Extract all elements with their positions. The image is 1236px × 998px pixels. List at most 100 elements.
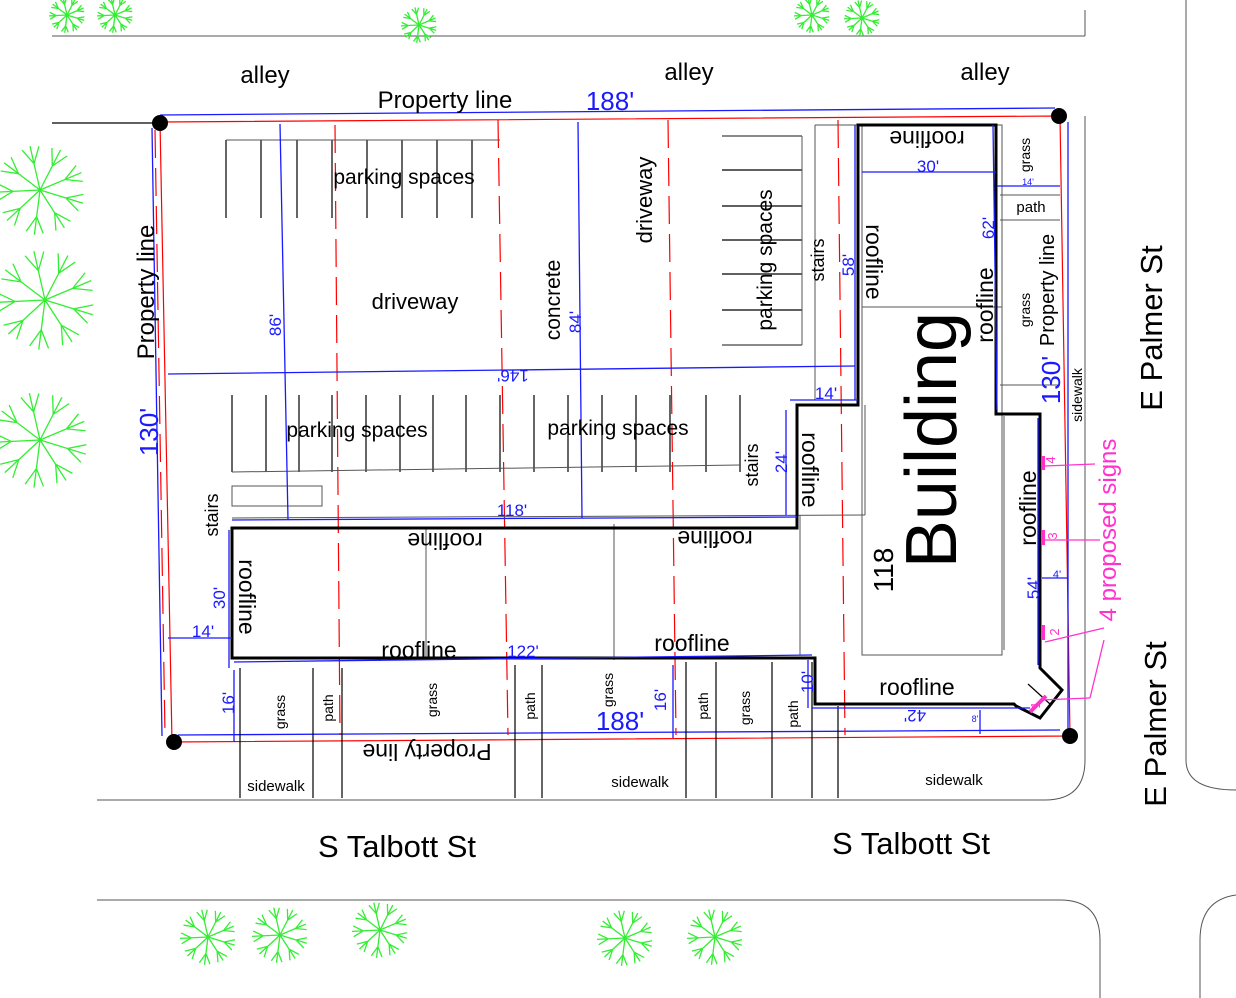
- site-lines: [226, 124, 1060, 798]
- roofline-label: roofline: [381, 637, 456, 663]
- dim-118: 118': [497, 501, 527, 520]
- driveway-label: driveway: [632, 157, 657, 244]
- roofline-label: roofline: [889, 126, 964, 152]
- path-label: path: [320, 694, 336, 721]
- grass-label: grass: [1017, 138, 1033, 172]
- tree-icon: [793, 0, 830, 33]
- street-label-e-palmer: E Palmer St: [1134, 245, 1169, 411]
- roofline-label: roofline: [797, 432, 823, 507]
- grass-label: grass: [1017, 293, 1033, 327]
- dim-14-right: 14': [1022, 177, 1034, 187]
- alley-label: alley: [960, 59, 1009, 86]
- parking-label: parking spaces: [754, 189, 777, 330]
- sign-number-3: 3: [1045, 532, 1060, 539]
- sidewalk-label: sidewalk: [611, 774, 669, 791]
- street-label-s-talbott: S Talbott St: [318, 829, 476, 864]
- property-left-dimension: 130': [134, 408, 164, 456]
- tree-icon: [96, 0, 133, 33]
- path-label: path: [695, 692, 711, 719]
- tree-icon: [400, 7, 437, 43]
- property-line-bottom-label: Property line: [362, 739, 491, 765]
- grass-label: grass: [737, 691, 753, 725]
- dim-84: 84': [566, 311, 585, 333]
- building-name: Building: [892, 312, 972, 568]
- building-roofline: [230, 123, 1065, 720]
- tree-icon: [0, 393, 87, 488]
- roofline-label: roofline: [861, 224, 887, 299]
- stairs-label: stairs: [742, 443, 762, 486]
- roofline-label: roofline: [234, 559, 260, 634]
- property-right-dimension: 130': [1036, 356, 1066, 404]
- stairs-label: stairs: [808, 238, 828, 281]
- dim-62: 62': [979, 217, 998, 239]
- dim-16: 16': [219, 692, 238, 714]
- dim-42: 42': [904, 706, 926, 725]
- tree-icon: [597, 910, 653, 966]
- path-label: path: [1016, 199, 1045, 216]
- dim-86: 86': [266, 314, 285, 336]
- street-edges: [52, 0, 1236, 998]
- grass-label: grass: [600, 673, 616, 707]
- roofline-label: roofline: [972, 267, 998, 342]
- dim-30-left: 30': [210, 587, 229, 609]
- sign-number-4: 4: [1043, 456, 1058, 463]
- dim-24: 24': [772, 451, 791, 473]
- dim-14-left: 14': [192, 622, 214, 641]
- dim-8: 8': [972, 714, 979, 724]
- path-label: path: [785, 700, 801, 727]
- property-top-dimension: 188': [586, 86, 634, 116]
- parking-label: parking spaces: [547, 417, 688, 440]
- dimension-lines: [167, 121, 1068, 742]
- driveway-label: driveway: [372, 289, 459, 314]
- sidewalk-label: sidewalk: [1069, 367, 1085, 422]
- roofline-label: roofline: [407, 528, 482, 554]
- tree-icon: [48, 0, 85, 33]
- dim-10: 10': [798, 671, 817, 693]
- sidewalk-label: sidewalk: [925, 772, 983, 789]
- tree-icon: [687, 909, 743, 965]
- proposed-signs: [1028, 456, 1105, 714]
- dim-146: 146': [497, 366, 529, 385]
- property-line-right-label: Property line: [1037, 234, 1059, 346]
- property-line: [151, 107, 1078, 750]
- roofline-label: roofline: [677, 526, 752, 552]
- tree-icon: [180, 909, 236, 965]
- parking-label: parking spaces: [286, 419, 427, 442]
- grass-label: grass: [272, 695, 288, 729]
- property-line-top-label: Property line: [378, 87, 513, 114]
- dashed-lines: [154, 119, 846, 736]
- parking-label: parking spaces: [333, 166, 474, 189]
- roofline-label: roofline: [654, 630, 729, 656]
- tree-icon: [352, 902, 408, 958]
- sidewalk-label: sidewalk: [247, 778, 305, 795]
- property-line-left-label: Property line: [133, 225, 160, 360]
- dim-54: 54': [1024, 577, 1043, 599]
- path-label: path: [522, 692, 538, 719]
- dim-58: 58': [839, 254, 858, 276]
- dim-4: 4': [1053, 569, 1061, 581]
- tree-icon: [0, 251, 94, 350]
- dim-14-mid: 14': [815, 384, 837, 403]
- tree-icon: [843, 0, 880, 36]
- alley-label: alley: [240, 62, 289, 89]
- building-number: 118: [868, 548, 899, 593]
- concrete-label: concrete: [542, 260, 565, 341]
- grass-label: grass: [424, 683, 440, 717]
- alley-label: alley: [664, 59, 713, 86]
- tree-icon: [0, 145, 84, 235]
- parking-stalls: [225, 135, 802, 472]
- stairs-label: stairs: [202, 493, 222, 536]
- trees: [0, 0, 880, 966]
- street-label-e-palmer: E Palmer St: [1138, 641, 1173, 807]
- dim-16: 16': [651, 689, 670, 711]
- street-label-s-talbott: S Talbott St: [832, 826, 990, 861]
- tree-icon: [252, 907, 308, 963]
- sign-number-2: 2: [1047, 628, 1062, 635]
- property-bottom-dimension: 188': [596, 706, 644, 736]
- roofline-label: roofline: [879, 674, 954, 700]
- roofline-label: roofline: [1015, 470, 1041, 545]
- dim-122: 122': [507, 642, 539, 661]
- sign-number-1: 1: [1028, 701, 1043, 708]
- proposed-signs-label: 4 proposed signs: [1095, 439, 1122, 622]
